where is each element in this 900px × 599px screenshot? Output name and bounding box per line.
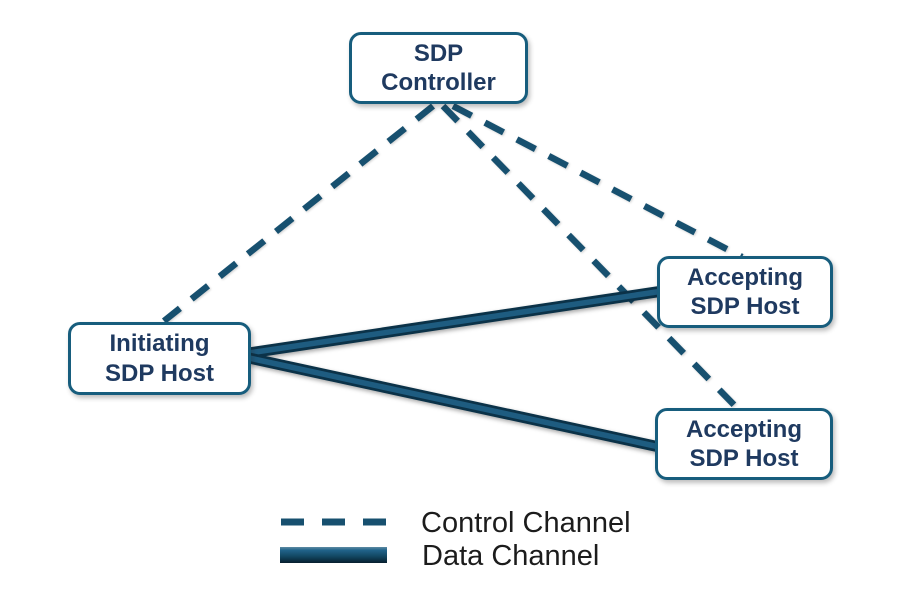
node-accepting-sdp-host-bottom: Accepting SDP Host	[655, 408, 833, 480]
node-label-line: Accepting	[686, 263, 803, 291]
node-label-line: SDP	[413, 39, 464, 67]
node-accepting-sdp-host-top: Accepting SDP Host	[657, 256, 833, 328]
node-initiating-sdp-host: Initiating SDP Host	[68, 322, 251, 395]
node-label-line: Initiating	[109, 330, 210, 358]
legend-data-channel-label: Data Channel	[422, 540, 600, 572]
edge-data-initiating-to-accepting-bottom-core	[248, 355, 665, 451]
node-label-line: SDP Host	[689, 445, 799, 472]
legend-data-channel-line-sample	[280, 547, 387, 563]
edge-control-controller-to-initiating-host	[161, 103, 436, 324]
node-label-line: Accepting	[685, 415, 802, 443]
node-label-line: SDP Host	[690, 293, 800, 320]
edge-data-initiating-to-accepting-top-core	[248, 288, 664, 356]
node-sdp-controller: SDP Controller	[349, 32, 528, 104]
node-label-line: Controller	[381, 69, 496, 96]
legend-control-channel-label: Control Channel	[421, 507, 631, 539]
edge-control-controller-to-accepting-host-top	[451, 103, 744, 260]
node-label-line: SDP Host	[105, 359, 214, 387]
